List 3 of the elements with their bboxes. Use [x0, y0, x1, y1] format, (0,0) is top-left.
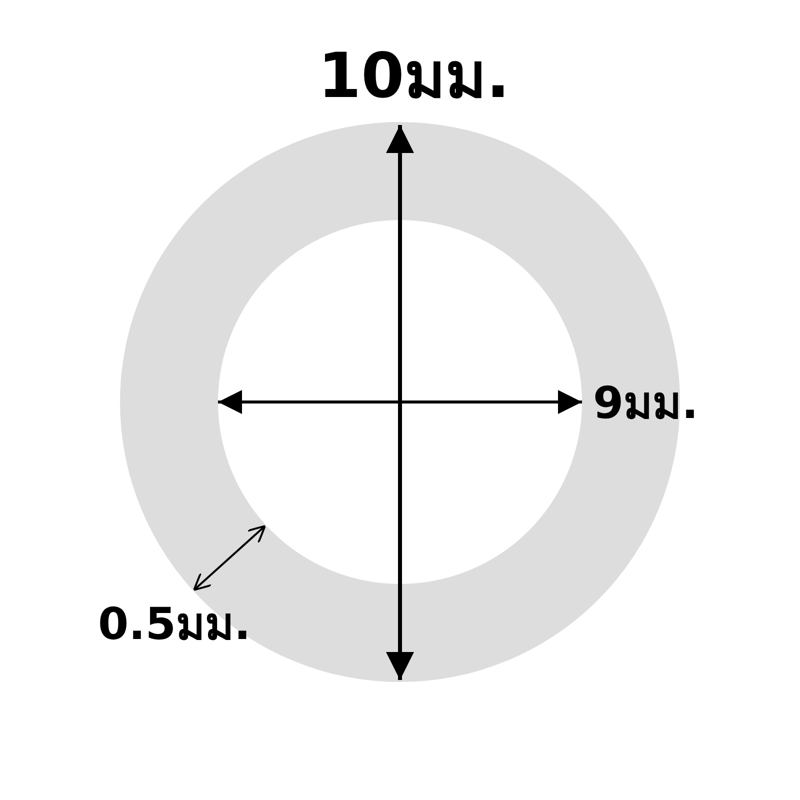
- dimension-label: 9มม.: [593, 382, 698, 426]
- dimension-label: 10มม.: [318, 45, 510, 107]
- dimension-label: 0.5มม.: [98, 603, 251, 647]
